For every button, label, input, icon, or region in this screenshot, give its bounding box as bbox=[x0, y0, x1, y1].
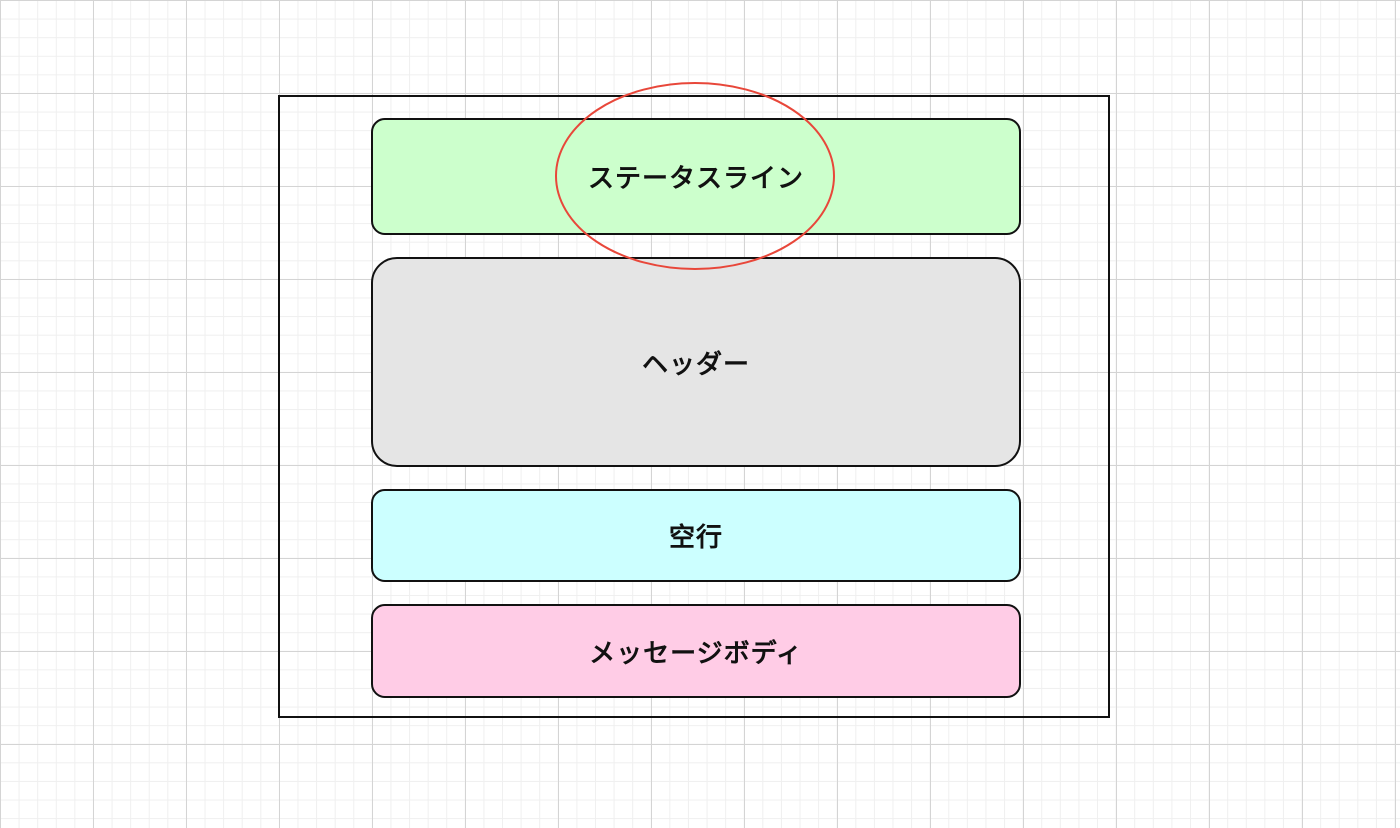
blank-line-block: 空行 bbox=[371, 489, 1021, 582]
status-line-block: ステータスライン bbox=[371, 118, 1021, 235]
header-block: ヘッダー bbox=[371, 257, 1021, 467]
header-label: ヘッダー bbox=[641, 349, 750, 380]
message-body-label: メッセージボディ bbox=[589, 638, 803, 669]
blank-line-label: 空行 bbox=[668, 523, 723, 553]
message-body-block: メッセージボディ bbox=[371, 604, 1021, 698]
status-line-label: ステータスライン bbox=[587, 164, 804, 194]
